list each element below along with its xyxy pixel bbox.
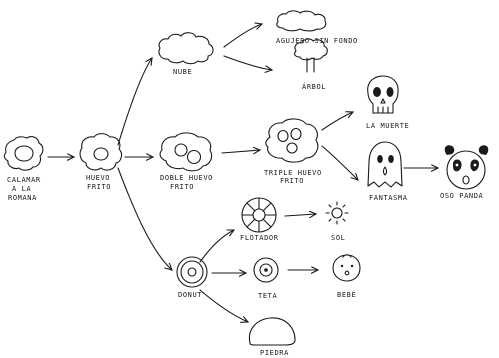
fantasma-ghost-drawing [367,141,403,188]
label-arbol: ÁRBOL [302,82,326,91]
piedra-drawing [248,317,296,346]
arrow-huevo-to-donut [117,167,172,270]
arrow-donut-to-flotador [199,230,234,263]
la-muerte-skull-drawing [367,75,399,114]
triple-huevo-frito-drawing [265,118,319,163]
arrow-triple-to-fantasma [321,145,358,180]
calamar-ring-drawing [3,136,44,171]
label-donut: DONUT [178,291,202,299]
oso-panda-drawing [444,145,489,190]
arrow-flotador-to-sol [284,214,316,216]
flotador-drawing [241,197,277,233]
arrow-doble-to-triple [221,150,260,153]
bebe-drawing [332,254,361,282]
arrow-nube-to-arbol [223,55,272,70]
nube-drawing [158,32,214,65]
doble-huevo-frito-drawing [159,132,213,172]
label-teta: TETA [258,292,277,300]
arrow-huevo-to-nube [117,58,152,146]
label-oso-panda: OSO PANDA [440,192,484,200]
label-agujero: AGUJERO SIN FONDO [276,37,358,45]
teta-drawing [253,257,279,283]
label-bebe: BEBÉ [337,290,356,299]
arrow-nube-to-agujero [223,24,262,48]
label-la-muerte: LA MUERTE [366,122,409,130]
label-flotador: FLOTADOR [240,234,279,242]
agujero-sin-fondo-drawing [276,10,327,32]
label-sol: SOL [331,234,345,242]
arrows [47,24,438,322]
label-fantasma: FANTASMA [369,194,408,202]
arrow-donut-to-piedra [199,289,248,322]
drawings [3,10,489,346]
arbol-drawing [294,38,328,73]
arrow-triple-to-muerte [321,112,353,131]
label-nube: NUBE [173,68,192,76]
huevo-frito-drawing [79,133,123,171]
sol-drawing [325,201,349,225]
label-piedra: PIEDRA [260,349,289,357]
donut-drawing [176,256,208,288]
